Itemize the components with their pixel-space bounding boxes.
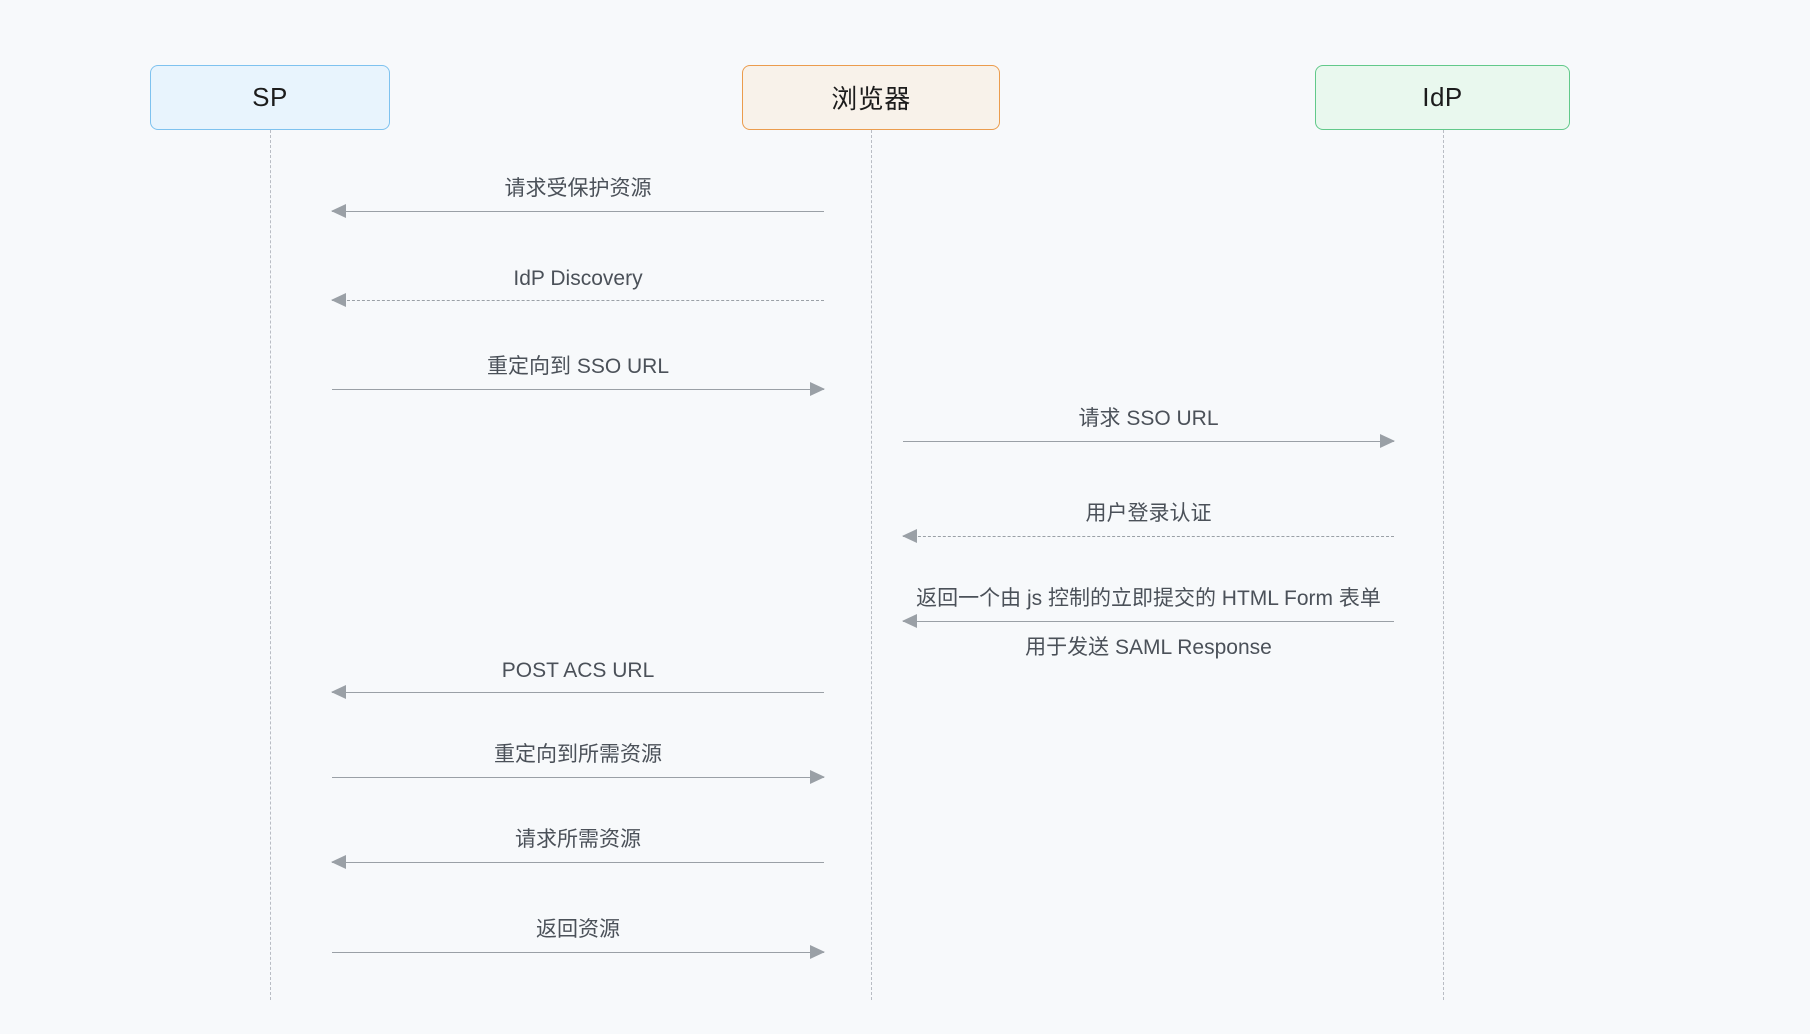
arrowhead-left-icon bbox=[331, 855, 346, 869]
message-line bbox=[332, 777, 824, 778]
message-line bbox=[903, 441, 1394, 442]
arrowhead-left-icon bbox=[331, 685, 346, 699]
participant-label: IdP bbox=[1422, 82, 1463, 112]
arrowhead-left-icon bbox=[331, 293, 346, 307]
message-line bbox=[332, 952, 824, 953]
lifeline-idp bbox=[1443, 130, 1444, 1000]
arrowhead-left-icon bbox=[902, 529, 917, 543]
message-sublabel: 用于发送 SAML Response bbox=[1025, 636, 1272, 659]
lifeline-sp bbox=[270, 130, 271, 1000]
message-line bbox=[332, 211, 824, 212]
lifeline-browser bbox=[871, 130, 872, 1000]
message-line bbox=[903, 621, 1394, 622]
arrowhead-left-icon bbox=[902, 614, 917, 628]
participant-label: 浏览器 bbox=[831, 84, 911, 114]
arrowhead-right-icon bbox=[810, 382, 825, 396]
message-label: IdP Discovery bbox=[513, 267, 643, 290]
message-line bbox=[332, 862, 824, 863]
message-line bbox=[332, 389, 824, 390]
arrowhead-right-icon bbox=[810, 945, 825, 959]
participant-sp[interactable]: SP bbox=[150, 65, 390, 130]
message-label: 用户登录认证 bbox=[1085, 502, 1212, 525]
participant-browser[interactable]: 浏览器 bbox=[742, 65, 1000, 130]
message-label: POST ACS URL bbox=[501, 659, 655, 682]
message-label: 请求所需资源 bbox=[515, 828, 641, 851]
arrowhead-right-icon bbox=[810, 770, 825, 784]
message-label: 请求 SSO URL bbox=[1078, 407, 1219, 430]
message-label: 重定向到所需资源 bbox=[494, 743, 662, 766]
message-line bbox=[903, 536, 1394, 537]
message-label: 返回资源 bbox=[536, 918, 620, 941]
participant-idp[interactable]: IdP bbox=[1315, 65, 1570, 130]
arrowhead-left-icon bbox=[331, 204, 346, 218]
arrowhead-right-icon bbox=[1380, 434, 1395, 448]
message-line bbox=[332, 300, 824, 301]
participant-label: SP bbox=[252, 82, 288, 112]
message-label: 返回一个由 js 控制的立即提交的 HTML Form 表单 bbox=[916, 587, 1381, 610]
message-label: 请求受保护资源 bbox=[504, 177, 652, 200]
message-line bbox=[332, 692, 824, 693]
message-label: 重定向到 SSO URL bbox=[486, 355, 670, 378]
